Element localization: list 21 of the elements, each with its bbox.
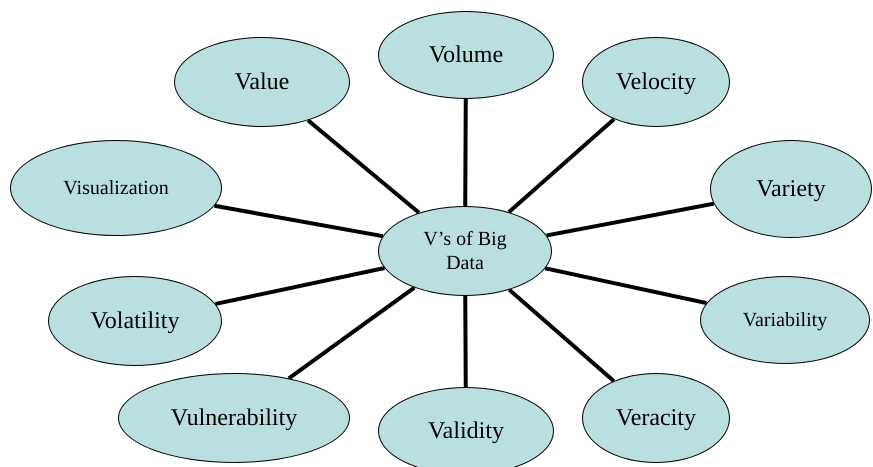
connector-line <box>508 118 616 214</box>
connector-line <box>215 266 385 306</box>
node-label: V’s of Big Data <box>422 227 508 275</box>
connector-line <box>463 296 468 388</box>
node-label: Velocity <box>616 68 696 96</box>
connector-line <box>463 99 468 206</box>
node-label: Veracity <box>616 404 696 432</box>
connector-line <box>546 202 714 238</box>
node-label: Value <box>234 68 290 96</box>
connector-line <box>214 204 384 238</box>
connector-line <box>508 288 616 383</box>
node-label: Variety <box>756 174 826 204</box>
node-label: Vulnerability <box>170 404 298 432</box>
node-label: Variability <box>742 308 828 332</box>
node-label: Validity <box>428 416 504 446</box>
node-label: Volume <box>428 40 504 70</box>
connector-line <box>544 266 707 306</box>
node-label: Visualization <box>63 176 169 200</box>
connector-line <box>306 118 420 214</box>
connector-line <box>288 286 416 380</box>
node-label: Volatility <box>90 306 180 336</box>
